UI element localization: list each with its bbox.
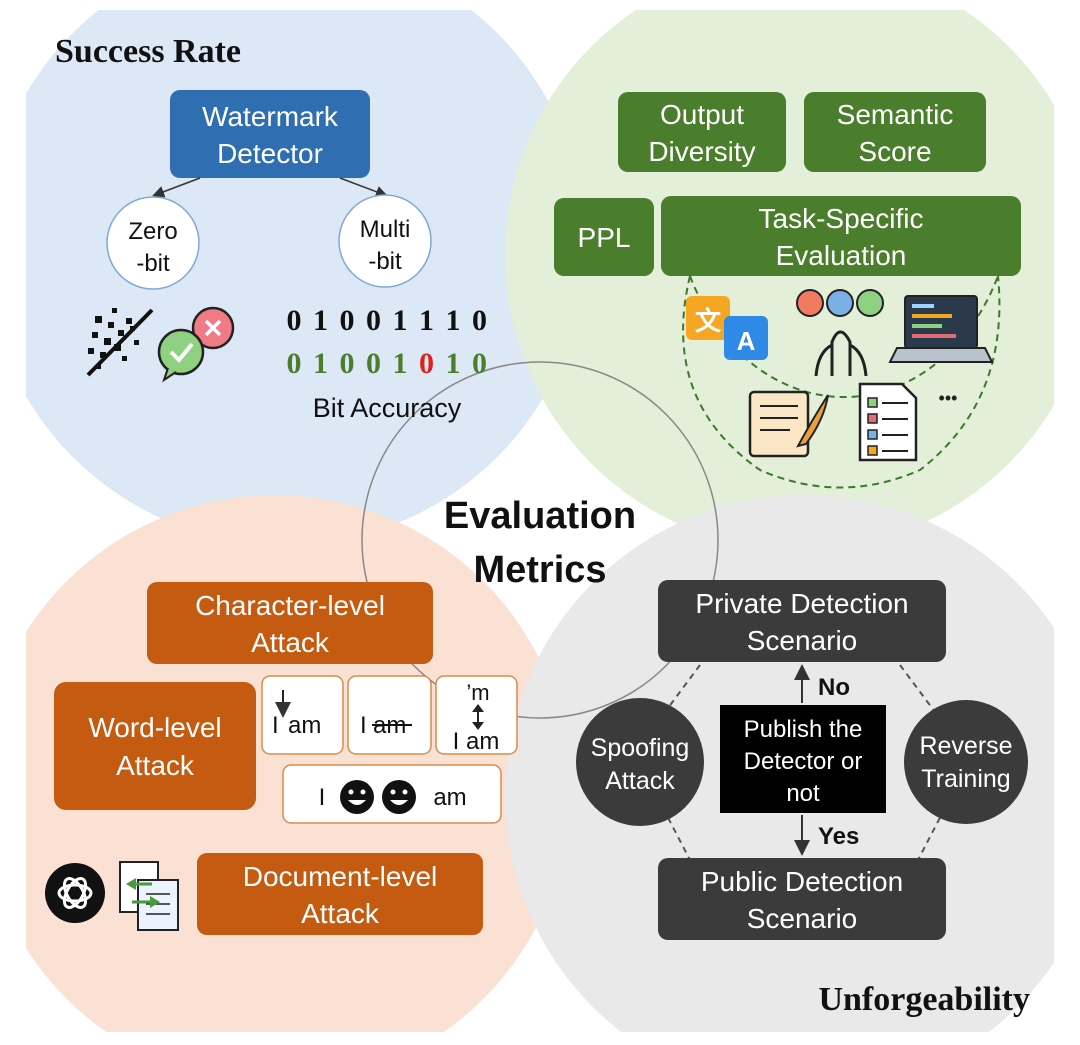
emoji-insertion-example: I am xyxy=(282,764,502,824)
svg-text:I: I xyxy=(319,784,326,811)
bit-accuracy-label: Bit Accuracy xyxy=(313,393,462,423)
svg-text:PPL: PPL xyxy=(578,222,631,253)
insert-example: I am xyxy=(261,675,344,755)
decoded-bit-0: 0 xyxy=(287,347,302,380)
original-bit-7: 0 xyxy=(472,304,487,337)
checklist-icon xyxy=(858,382,918,462)
original-bit-6: 1 xyxy=(446,304,461,337)
success-rate-title: Success Rate xyxy=(55,33,241,70)
svg-text:A: A xyxy=(737,326,756,356)
svg-text:Training: Training xyxy=(921,765,1010,793)
success-rate-circle xyxy=(26,10,585,545)
publish-decision-box: Publish the Detector or not xyxy=(720,705,886,813)
decoded-bit-2: 0 xyxy=(340,347,355,380)
svg-text:Public Detection: Public Detection xyxy=(701,866,903,897)
svg-text:am: am xyxy=(433,784,466,811)
task-specific-box: Task-Specific Evaluation xyxy=(661,196,1021,276)
svg-text:Diversity: Diversity xyxy=(648,136,755,167)
output-diversity-box: Output Diversity xyxy=(618,92,786,172)
decoded-bit-4: 1 xyxy=(393,347,408,380)
character-level-attack-box: Character-level Attack xyxy=(147,582,433,664)
emoji-icon xyxy=(340,780,374,814)
svg-text:am: am xyxy=(288,712,321,739)
svg-text:Spoofing: Spoofing xyxy=(591,734,690,762)
svg-text:Character-level: Character-level xyxy=(195,590,385,621)
svg-text:Output: Output xyxy=(660,99,744,130)
svg-text:Word-level: Word-level xyxy=(88,712,221,743)
semantic-score-box: Semantic Score xyxy=(804,92,986,172)
svg-text:Score: Score xyxy=(858,136,931,167)
spoofing-attack-node: Spoofing Attack xyxy=(576,698,704,826)
svg-text:Zero: Zero xyxy=(128,218,177,245)
svg-text:I: I xyxy=(360,712,367,739)
svg-text:Attack: Attack xyxy=(116,750,195,781)
svg-text:Semantic: Semantic xyxy=(837,99,954,130)
no-label: No xyxy=(818,674,850,701)
decoded-bit-7: 0 xyxy=(472,347,487,380)
svg-text:Publish the: Publish the xyxy=(744,716,863,743)
original-bit-1: 1 xyxy=(313,304,328,337)
svg-text:文: 文 xyxy=(695,306,722,336)
svg-text:Reverse: Reverse xyxy=(919,732,1012,760)
document-swap-icon xyxy=(119,861,179,931)
chat-check-cross-icon xyxy=(157,306,235,383)
document-level-attack-box: Document-level Attack xyxy=(197,853,483,935)
center-title-line-2: Metrics xyxy=(473,549,606,591)
svg-text:Document-level: Document-level xyxy=(243,861,438,892)
svg-text:-bit: -bit xyxy=(136,250,170,277)
original-bit-0: 0 xyxy=(287,304,302,337)
svg-text:Multi: Multi xyxy=(360,216,411,243)
original-bit-5: 1 xyxy=(419,304,434,337)
yes-label: Yes xyxy=(818,823,859,850)
unforgeability-title: Unforgeability xyxy=(818,981,1030,1018)
word-level-attack-box: Word-level Attack xyxy=(54,682,256,810)
public-detection-box: Public Detection Scenario xyxy=(658,858,946,940)
code-laptop-icon xyxy=(888,295,994,363)
svg-text:Private Detection: Private Detection xyxy=(695,588,908,619)
svg-text:Detector or: Detector or xyxy=(744,748,863,775)
center-title-line-1: Evaluation xyxy=(444,495,636,537)
noise-icon xyxy=(86,308,154,377)
delete-example: I am xyxy=(347,675,432,755)
original-bit-3: 0 xyxy=(366,304,381,337)
emotion-icon xyxy=(796,289,884,377)
center-ring xyxy=(361,361,719,719)
svg-text:I am: I am xyxy=(453,728,500,755)
svg-text:Detector: Detector xyxy=(217,138,323,169)
svg-text:Scenario: Scenario xyxy=(747,625,858,656)
svg-text:Attack: Attack xyxy=(605,767,675,795)
watermark-detector-box: Watermark Detector xyxy=(170,90,370,178)
svg-text:’m: ’m xyxy=(466,680,489,705)
svg-text:I: I xyxy=(272,712,279,739)
translate-icon: 文 A xyxy=(686,296,768,360)
private-detection-box: Private Detection Scenario xyxy=(658,580,946,662)
emoji-icon xyxy=(382,780,416,814)
svg-text:not: not xyxy=(786,780,820,807)
zero-bit-node: Zero -bit xyxy=(106,196,200,290)
writing-scroll-icon xyxy=(748,390,829,458)
more-tasks-ellipsis: ••• xyxy=(939,388,958,408)
decoded-bit-6: 1 xyxy=(446,347,461,380)
svg-text:-bit: -bit xyxy=(368,248,402,275)
original-bit-4: 1 xyxy=(393,304,408,337)
original-bit-2: 0 xyxy=(340,304,355,337)
multi-bit-node: Multi -bit xyxy=(338,194,432,288)
svg-text:Task-Specific: Task-Specific xyxy=(759,203,924,234)
reverse-training-node: Reverse Training xyxy=(904,700,1028,824)
svg-text:Scenario: Scenario xyxy=(747,903,858,934)
substitute-example: ’m I am xyxy=(435,675,518,755)
openai-logo-icon xyxy=(45,863,105,923)
svg-text:Attack: Attack xyxy=(301,898,380,929)
decoded-bit-3: 0 xyxy=(366,347,381,380)
decoded-bit-5: 0 xyxy=(419,347,434,380)
ppl-box: PPL xyxy=(554,198,654,276)
svg-text:Evaluation: Evaluation xyxy=(776,240,907,271)
svg-text:Attack: Attack xyxy=(251,627,330,658)
decoded-bit-1: 1 xyxy=(313,347,328,380)
svg-text:Watermark: Watermark xyxy=(202,101,339,132)
